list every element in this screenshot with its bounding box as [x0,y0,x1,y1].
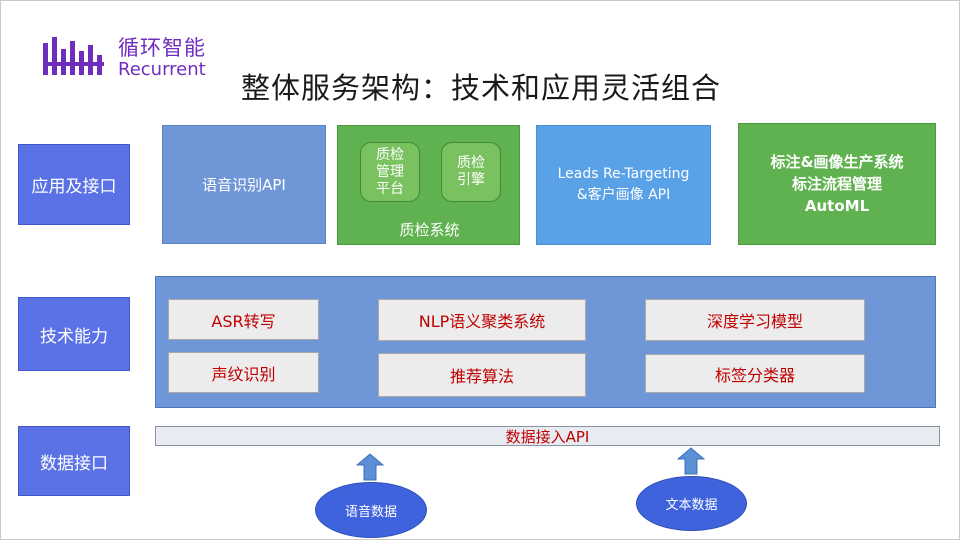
qc-platform-pill: 质检 管理 平台 [360,142,420,202]
recurrent-logo-icon [43,37,104,75]
annotation-line: AutoML [804,197,870,215]
qc-engine-pill: 质检 引擎 [441,142,501,202]
tech-voiceprint: 声纹识别 [168,352,319,393]
leads-line: Leads Re-Targeting [557,166,690,182]
tech-nlp: NLP语义聚类系统 [378,299,586,341]
qc-system-box: 质检 管理 平台 质检 引擎 质检系统 [337,125,520,245]
row-label-data: 数据接口 [18,426,130,496]
annotation-system-box: 标注&画像生产系统 标注流程管理 AutoML [738,123,936,245]
tech-deep-learning: 深度学习模型 [645,299,865,341]
arrow-up-icon [356,453,384,481]
leads-line: &客户画像 API [576,187,671,203]
voice-data-source: 语音数据 [315,482,427,538]
qc-engine-line: 引擎 [457,172,485,188]
qc-system-label: 质检系统 [399,220,460,239]
leads-retargeting-box: Leads Re-Targeting &客户画像 API [536,125,711,245]
text-data-source: 文本数据 [636,476,747,531]
logo-chinese-name: 循环智能 [118,36,206,60]
logo-english-name: Recurrent [118,59,206,80]
annotation-line: 标注流程管理 [791,175,882,193]
qc-engine-line: 质检 [457,155,485,171]
tech-tag-classifier: 标签分类器 [645,354,865,393]
data-ingest-api-bar: 数据接入API [155,426,940,446]
speech-api-box: 语音识别API [162,125,326,244]
row-label-tech: 技术能力 [18,297,130,371]
row-label-apps: 应用及接口 [18,144,130,225]
annotation-line: 标注&画像生产系统 [770,153,904,171]
qc-platform-line: 平台 [376,180,404,197]
qc-platform-line: 质检 [376,146,404,163]
qc-platform-line: 管理 [376,163,404,180]
arrow-up-icon [677,447,705,475]
tech-asr: ASR转写 [168,299,319,340]
slide-title: 整体服务架构：技术和应用灵活组合 [240,71,721,105]
tech-recommend: 推荐算法 [378,353,586,397]
